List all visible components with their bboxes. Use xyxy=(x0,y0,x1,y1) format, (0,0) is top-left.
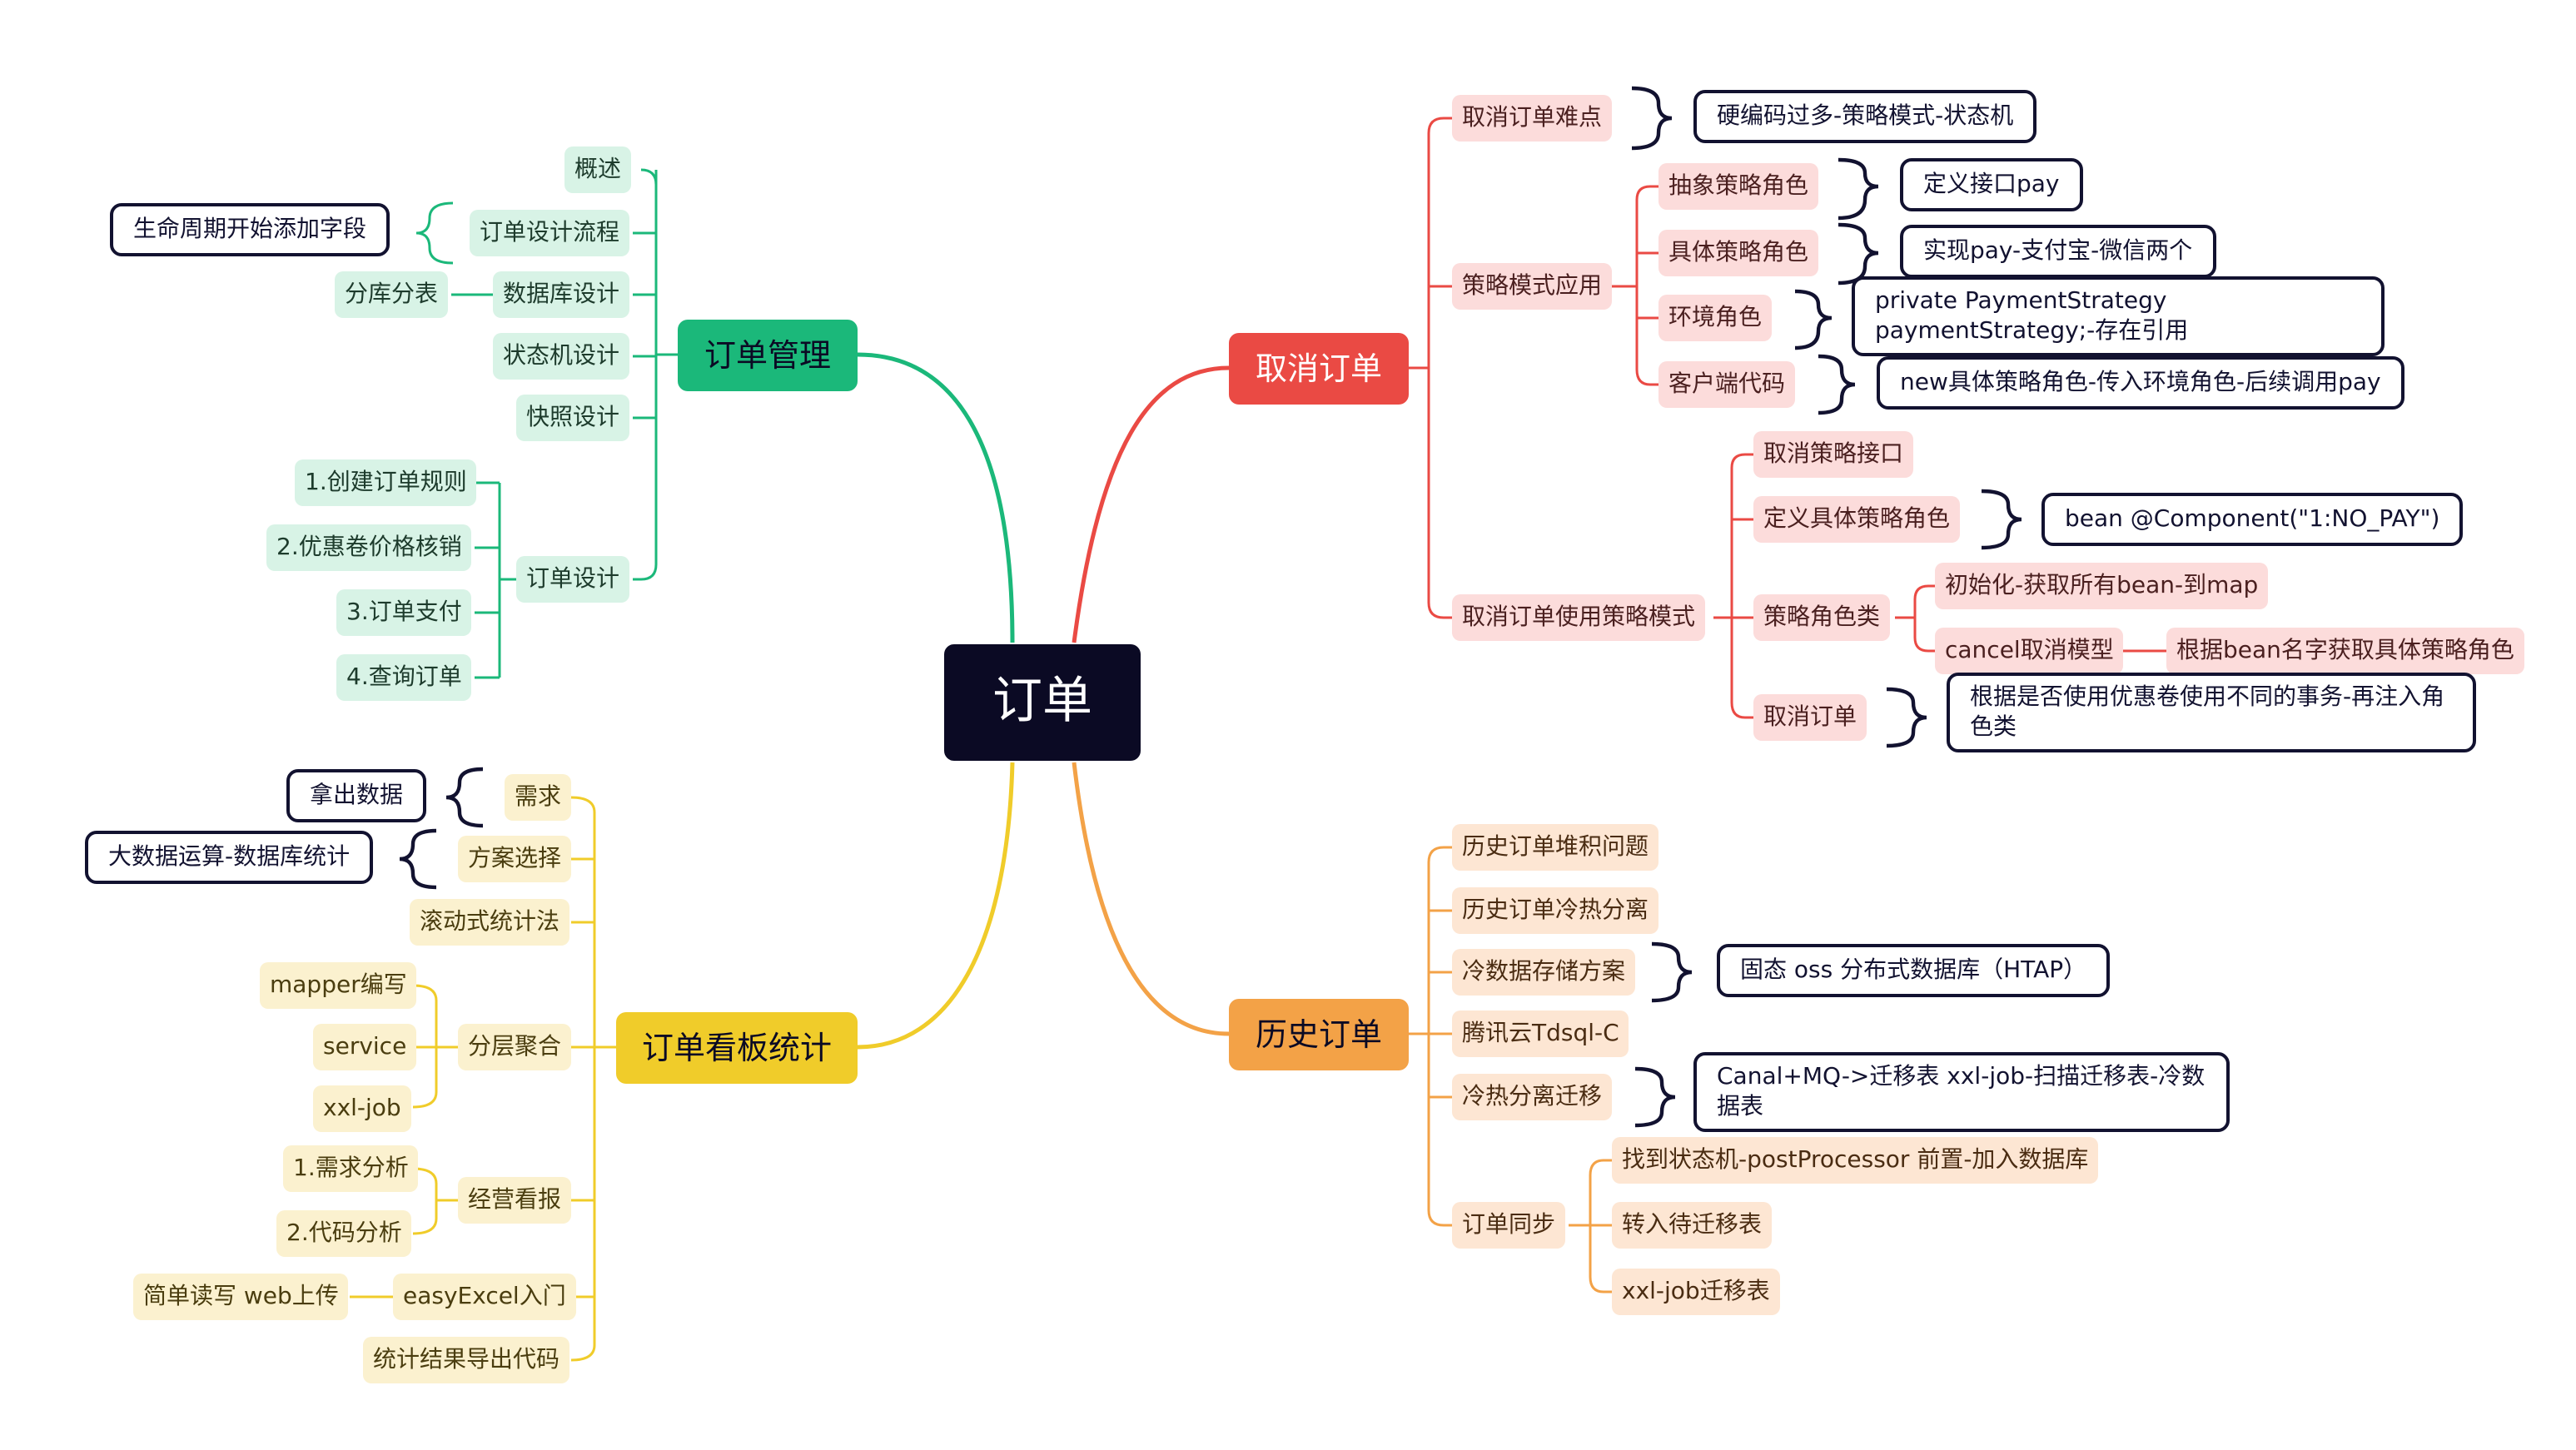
node-cold-storage[interactable]: 冷数据存储方案 xyxy=(1452,949,1635,996)
node-analysis-2[interactable]: 2.代码分析 xyxy=(276,1210,412,1257)
node-cancel-iface[interactable]: 取消策略接口 xyxy=(1753,431,1913,478)
node-rule-4[interactable]: 4.查询订单 xyxy=(336,654,472,701)
node-layered[interactable]: 分层聚合 xyxy=(458,1024,571,1070)
node-rolling[interactable]: 滚动式统计法 xyxy=(410,899,569,946)
node-strategy-app[interactable]: 策略模式应用 xyxy=(1452,263,1612,310)
node-hardcode[interactable]: 硬编码过多-策略模式-状态机 xyxy=(1693,90,2037,143)
node-impl-pay[interactable]: 实现pay-支付宝-微信两个 xyxy=(1900,225,2216,278)
node-new-concrete[interactable]: new具体策略角色-传入环境角色-后续调用pay xyxy=(1877,356,2404,410)
node-order-design[interactable]: 订单设计 xyxy=(516,556,629,603)
node-rule-2[interactable]: 2.优惠卷价格核销 xyxy=(266,524,472,571)
node-init-beans[interactable]: 初始化-获取所有bean-到map xyxy=(1935,563,2269,609)
node-db-design[interactable]: 数据库设计 xyxy=(493,271,629,318)
node-cancel[interactable]: 取消订单 xyxy=(1753,694,1867,741)
node-mapper[interactable]: mapper编写 xyxy=(260,962,417,1009)
node-concrete-role[interactable]: 具体策略角色 xyxy=(1658,230,1818,276)
node-solution[interactable]: 方案选择 xyxy=(458,836,571,882)
branch-dashboard[interactable]: 订单看板统计 xyxy=(616,1012,858,1084)
node-lifecycle[interactable]: 生命周期开始添加字段 xyxy=(110,203,390,256)
node-biz-board[interactable]: 经营看报 xyxy=(458,1177,571,1224)
node-abstract-role[interactable]: 抽象策略角色 xyxy=(1658,163,1818,210)
node-bigdata[interactable]: 大数据运算-数据库统计 xyxy=(85,831,374,884)
node-backlog[interactable]: 历史订单堆积问题 xyxy=(1452,824,1658,871)
node-simple-rw[interactable]: 简单读写 web上传 xyxy=(133,1274,349,1320)
node-hot-cold[interactable]: 历史订单冷热分离 xyxy=(1452,887,1658,934)
node-find-sm[interactable]: 找到状态机-postProcessor 前置-加入数据库 xyxy=(1612,1137,2099,1184)
root-node[interactable]: 订单 xyxy=(944,644,1141,761)
link-root-cancel-order xyxy=(1072,365,1230,643)
node-define-pay[interactable]: 定义接口pay xyxy=(1900,158,2083,211)
link-root-order-management xyxy=(857,352,1015,643)
node-cancel-difficulty[interactable]: 取消订单难点 xyxy=(1452,95,1612,142)
node-easyexcel[interactable]: easyExcel入门 xyxy=(393,1274,576,1320)
node-fetch-data[interactable]: 拿出数据 xyxy=(286,769,426,822)
node-requirement[interactable]: 需求 xyxy=(505,774,571,821)
node-migration[interactable]: 冷热分离迁移 xyxy=(1452,1074,1612,1120)
node-overview[interactable]: 概述 xyxy=(564,146,631,193)
link-root-history xyxy=(1072,762,1230,1036)
branch-cancel-order[interactable]: 取消订单 xyxy=(1229,333,1409,405)
node-analysis-1[interactable]: 1.需求分析 xyxy=(283,1145,419,1192)
node-xxl-migrate[interactable]: xxl-job迁移表 xyxy=(1612,1269,1780,1315)
node-state-machine[interactable]: 状态机设计 xyxy=(493,333,629,380)
node-private-field[interactable]: private PaymentStrategy paymentStrategy;… xyxy=(1852,276,2385,356)
node-to-migrate[interactable]: 转入待迁移表 xyxy=(1612,1202,1772,1249)
node-coupon-tx[interactable]: 根据是否使用优惠卷使用不同的事务-再注入角色类 xyxy=(1947,673,2476,752)
node-cancel-model[interactable]: cancel取消模型 xyxy=(1935,628,2124,674)
node-service[interactable]: service xyxy=(313,1024,417,1070)
node-define-concrete[interactable]: 定义具体策略角色 xyxy=(1753,496,1960,543)
node-client-code[interactable]: 客户端代码 xyxy=(1658,361,1795,408)
node-env-role[interactable]: 环境角色 xyxy=(1658,295,1772,341)
node-snapshot[interactable]: 快照设计 xyxy=(516,395,629,441)
node-htap[interactable]: 固态 oss 分布式数据库（HTAP） xyxy=(1717,944,2111,997)
branch-order-management[interactable]: 订单管理 xyxy=(678,320,858,391)
branch-history[interactable]: 历史订单 xyxy=(1229,999,1409,1070)
node-rule-1[interactable]: 1.创建订单规则 xyxy=(295,459,477,506)
node-by-bean-name[interactable]: 根据bean名字获取具体策略角色 xyxy=(2166,628,2524,674)
node-export[interactable]: 统计结果导出代码 xyxy=(363,1337,569,1383)
node-strategy-class[interactable]: 策略角色类 xyxy=(1753,594,1890,641)
node-design-flow[interactable]: 订单设计流程 xyxy=(470,210,629,256)
node-tdsql[interactable]: 腾讯云Tdsql-C xyxy=(1452,1011,1629,1057)
link-root-dashboard xyxy=(857,762,1015,1050)
node-sharding[interactable]: 分库分表 xyxy=(335,271,448,318)
node-canal[interactable]: Canal+MQ->迁移表 xxl-job-扫描迁移表-冷数据表 xyxy=(1693,1052,2230,1132)
node-rule-3[interactable]: 3.订单支付 xyxy=(336,589,472,636)
node-sync[interactable]: 订单同步 xyxy=(1452,1202,1565,1249)
node-xxljob[interactable]: xxl-job xyxy=(313,1085,411,1132)
node-bean-component[interactable]: bean @Component("1:NO_PAY") xyxy=(2041,493,2464,546)
node-use-strategy[interactable]: 取消订单使用策略模式 xyxy=(1452,594,1705,641)
